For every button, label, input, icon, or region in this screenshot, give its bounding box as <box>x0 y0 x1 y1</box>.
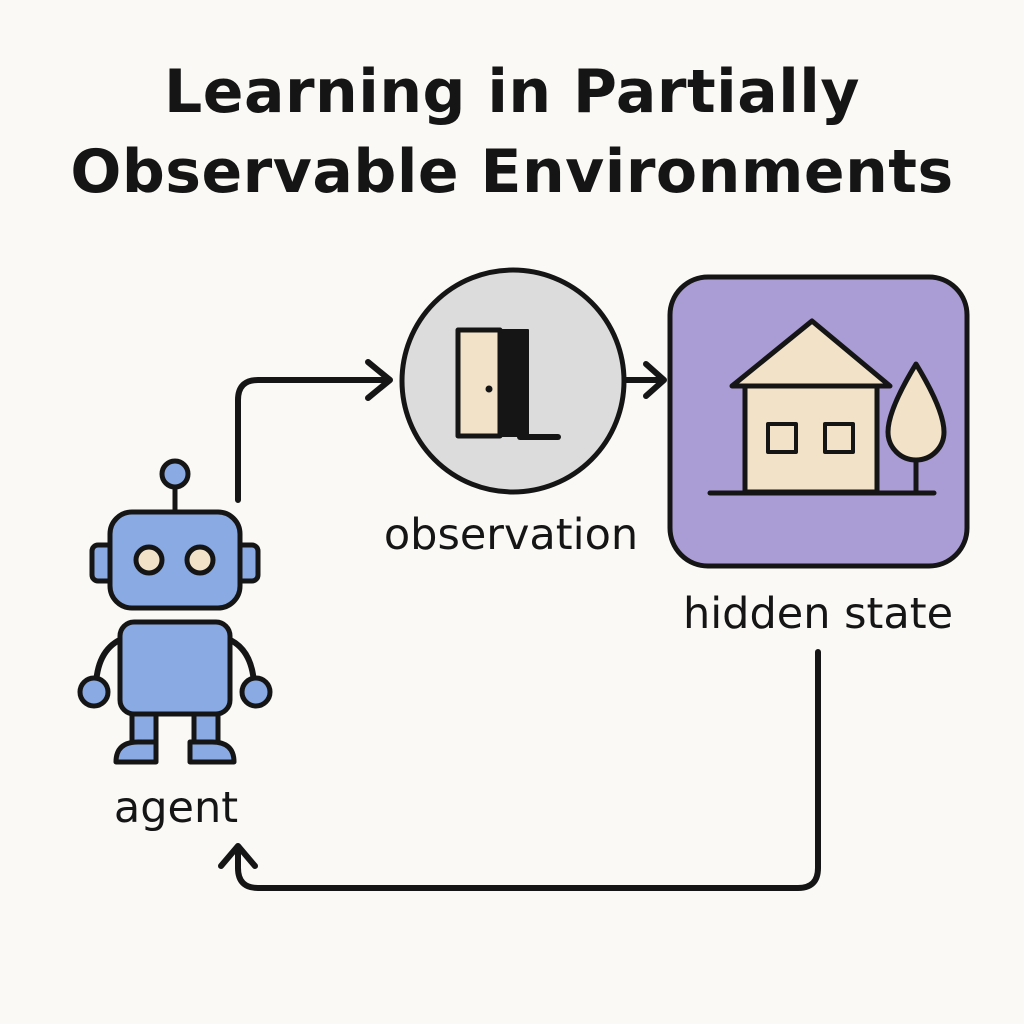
house-icon <box>729 318 893 495</box>
tree-icon <box>885 361 947 492</box>
title-line-2: Observable Environments <box>70 137 954 207</box>
observation-node: observation <box>384 267 638 560</box>
agent-node: agent <box>77 458 273 833</box>
robot-icon <box>77 458 273 765</box>
arrow-agent-to-observation <box>235 359 393 503</box>
observation-label: observation <box>384 510 638 560</box>
title-line-1: Learning in Partially <box>164 57 860 127</box>
hidden-state-node: hidden state <box>667 274 970 639</box>
arrow-observation-to-hidden-state <box>623 361 667 399</box>
agent-label: agent <box>114 783 238 833</box>
door-icon <box>455 327 561 440</box>
arrow-hidden-state-to-agent <box>218 649 821 891</box>
hidden-state-label: hidden state <box>683 589 953 639</box>
page-title: Learning in Partially Observable Environ… <box>0 52 1024 212</box>
